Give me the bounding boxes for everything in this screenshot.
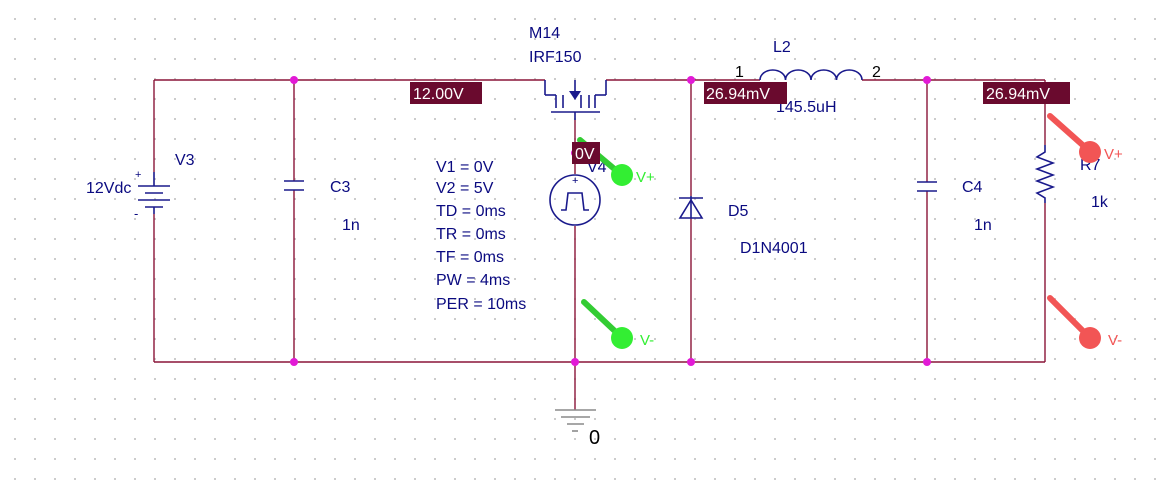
v3-plus-sign: + [135,169,141,181]
c4-ref-label: C4 [962,179,983,196]
c3-ref-label: C3 [330,179,351,196]
junction-node [923,76,931,84]
l2-value-label: 145.5uH [776,99,837,116]
l2-pin1-label: 1 [735,64,744,81]
v4-parameters: V1 = 0V V2 = 5V TD = 0ms TR = 0ms TF = 0… [436,159,526,313]
d5-ref-label: D5 [728,203,749,220]
d5-diode[interactable]: D5 D1N4001 [678,196,808,257]
v4-param: TD = 0ms [436,203,506,220]
ground-symbol: 0 [555,409,600,449]
probe-r7-minus-label: V- [1108,332,1122,349]
voltage-flag-output-value: 26.94mV [986,86,1050,103]
voltage-flag-input[interactable]: 12.00V [410,82,482,104]
probe-v4-minus-label: V- [640,332,654,349]
l2-inductor[interactable]: L2 145.5uH 1 2 [735,39,881,116]
junction-node [571,358,579,366]
v4-param: V1 = 0V [436,159,494,176]
junction-node [687,358,695,366]
junction-node [687,76,695,84]
junction-nodes [290,76,931,366]
v4-pulse-source[interactable]: + V4 V1 = 0V V2 = 5V TD = 0ms TR = 0ms T… [436,159,607,313]
v4-param: PER = 10ms [436,296,526,313]
c3-value-label: 1n [342,217,360,234]
voltage-flag-output[interactable]: 26.94mV [983,82,1070,104]
junction-node [290,358,298,366]
v4-param: PW = 4ms [436,272,510,289]
r7-value-label: 1k [1091,194,1109,211]
junction-node [923,358,931,366]
ground-label: 0 [589,427,600,449]
probe-r7-plus[interactable]: V+ [1047,113,1123,163]
probe-v4-minus[interactable]: V- [581,299,654,349]
c3-capacitor[interactable]: C3 1n [284,179,360,234]
d5-model-label: D1N4001 [740,240,808,257]
probe-r7-plus-label: V+ [1104,146,1123,163]
v3-minus-sign: - [134,206,138,221]
voltage-flag-input-value: 12.00V [413,86,464,103]
m14-mosfet[interactable]: M14 IRF150 [529,25,607,120]
m14-ref-label: M14 [529,25,560,42]
l2-pin2-label: 2 [872,64,881,81]
v4-param: TR = 0ms [436,226,506,243]
l2-ref-label: L2 [773,39,791,56]
voltage-flag-gate[interactable]: 0V [572,142,600,164]
v4-plus-sign: + [572,175,578,187]
probe-r7-minus[interactable]: V- [1047,295,1122,349]
v3-value-label: 12Vdc [86,180,131,197]
voltage-flag-switch-node[interactable]: 26.94mV [704,82,787,104]
junction-node [290,76,298,84]
voltage-flag-switch-node-value: 26.94mV [706,86,770,103]
v4-param: TF = 0ms [436,249,504,266]
v4-param: V2 = 5V [436,180,494,197]
c4-capacitor[interactable]: C4 1n [917,179,992,234]
v3-ref-label: V3 [175,152,195,169]
c4-value-label: 1n [974,217,992,234]
v3-dc-source[interactable]: + - V3 12Vdc [86,152,195,221]
wires [153,79,1046,410]
probe-v4-plus-label: V+ [636,169,655,186]
voltage-flag-gate-value: 0V [575,146,595,163]
m14-model-label: IRF150 [529,49,582,66]
